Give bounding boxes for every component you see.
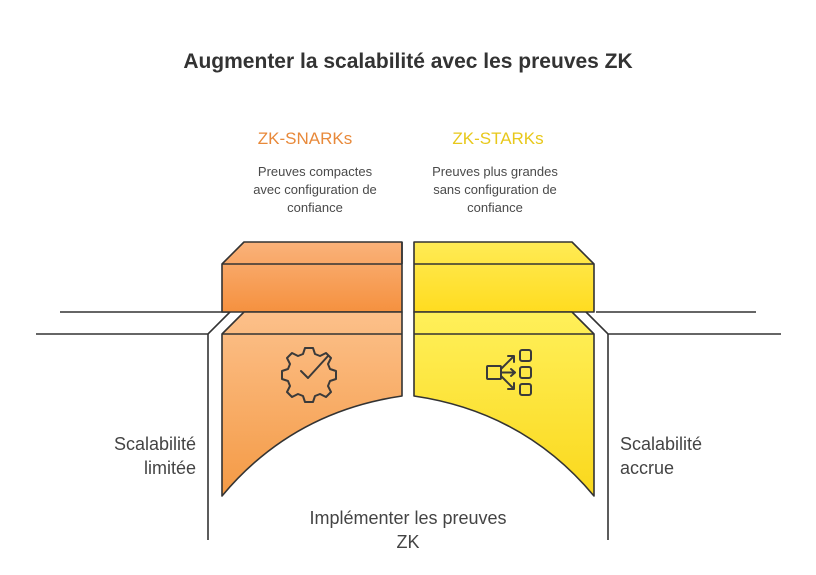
distribution-icon — [486, 349, 532, 396]
limited-scalability-label: Scalabilité limitée — [60, 432, 196, 480]
starks-top-block — [413, 241, 595, 313]
implement-zk-label: Implémenter les preuves ZK — [270, 506, 546, 554]
starks-description-line: Preuves plus grandes — [432, 164, 558, 179]
starks-description-line: confiance — [467, 200, 523, 215]
snarks-top-block — [221, 241, 403, 313]
bottom-line: Implémenter les preuves — [309, 508, 507, 528]
outcome-line: Scalabilité — [620, 434, 703, 454]
bottom-line: ZK — [396, 532, 420, 552]
diagram-title: Augmenter la scalabilité avec les preuve… — [183, 50, 633, 73]
starks-description-line: sans configuration de — [433, 182, 557, 197]
snarks-description: Preuves compactes avec configuration de … — [215, 163, 415, 217]
snarks-description-line: confiance — [287, 200, 343, 215]
outcome-line: limitée — [143, 458, 196, 478]
gear-check-icon — [281, 347, 337, 403]
ground-lines — [36, 311, 781, 335]
snarks-description-line: Preuves compactes — [257, 164, 373, 179]
snarks-body — [221, 311, 403, 497]
increased-scalability-label: Scalabilité accrue — [620, 432, 770, 480]
starks-description: Preuves plus grandes sans configuration … — [395, 163, 595, 217]
walls — [207, 334, 609, 540]
starks-body — [413, 311, 595, 497]
snarks-description-line: avec configuration de — [253, 182, 377, 197]
snarks-title: ZK-SNARKs — [257, 129, 353, 148]
outcome-line: accrue — [620, 458, 675, 478]
starks-title: ZK-STARKs — [452, 129, 544, 148]
outcome-line: Scalabilité — [113, 434, 196, 454]
